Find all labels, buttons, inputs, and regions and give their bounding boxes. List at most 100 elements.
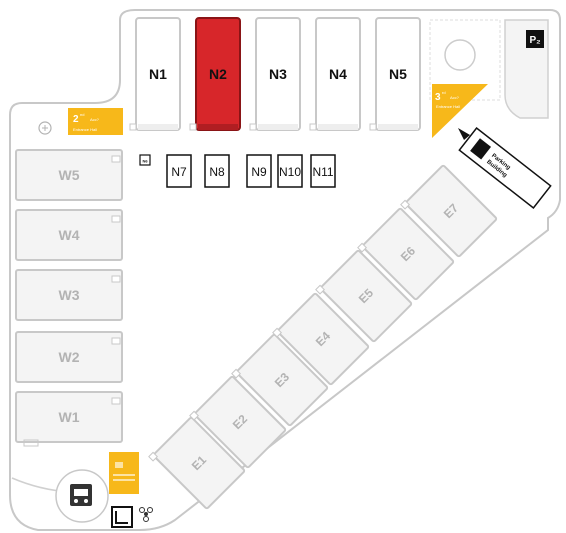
entrance-3-sup: rd: [442, 90, 446, 95]
unit-e3[interactable]: E3: [231, 333, 329, 429]
car-icon: [70, 484, 92, 506]
unit-n7[interactable]: N7: [166, 154, 192, 188]
unit-n2-pillar: [189, 123, 197, 131]
unit-n5-label: N5: [389, 66, 407, 82]
entrance-2-short: Acc?: [90, 117, 100, 122]
unit-e6-shape: [361, 207, 455, 301]
unit-n10-shape: [277, 154, 303, 188]
unit-n9[interactable]: N9: [246, 154, 272, 188]
unit-w4[interactable]: W4: [15, 209, 123, 261]
unit-n5-threshold: [378, 124, 418, 130]
unit-n5-pillar: [369, 123, 377, 131]
unit-w4-shape: [15, 209, 123, 261]
entrance-2-number: 2: [73, 114, 79, 125]
unit-n4-pillar: [309, 123, 317, 131]
unit-n6-marker[interactable]: N6: [139, 154, 151, 166]
north-units: N1 N2 N3 N4 N5: [129, 17, 421, 131]
unit-w5[interactable]: W5: [15, 149, 123, 201]
entrance-1-sign[interactable]: [109, 452, 139, 494]
unit-e4-shape: [276, 292, 370, 386]
unit-w1-label: W1: [59, 409, 80, 425]
unit-w3-shape: [15, 269, 123, 321]
unit-n2-threshold: [198, 124, 238, 130]
unit-n2-label: N2: [209, 66, 227, 82]
parking-building-sign[interactable]: Parking Building: [458, 126, 552, 210]
unit-w2-label: W2: [59, 349, 80, 365]
unit-w1-pillar: [111, 397, 121, 405]
entrance-2-sup: nd: [80, 112, 84, 117]
unit-n3[interactable]: N3: [249, 17, 301, 131]
entrance-3-sign[interactable]: 3 rd Acc? Entrance Hall: [432, 84, 488, 138]
unit-w2[interactable]: W2: [15, 331, 123, 383]
unit-n3-threshold: [258, 124, 298, 130]
unit-n4-label: N4: [329, 66, 347, 82]
unit-e5-pillar: [315, 284, 325, 295]
unit-e7-pillar: [400, 199, 410, 210]
unit-w4-label: W4: [59, 227, 80, 243]
entrance-3-sub: Entrance Hall: [436, 104, 460, 109]
unit-n9-shape: [246, 154, 272, 188]
unit-n1-label: N1: [149, 66, 167, 82]
unit-n11[interactable]: N11: [310, 154, 336, 188]
unit-e1-pillar: [148, 451, 158, 462]
unit-e2-pillar: [189, 410, 199, 421]
unit-e2[interactable]: E2: [189, 375, 287, 471]
unit-n4-threshold: [318, 124, 358, 130]
unit-w1-shape: [15, 391, 123, 443]
unit-n10-label: N10: [279, 165, 301, 179]
entrance-2-sign[interactable]: 2 nd Acc? Entrance Hall: [68, 108, 123, 135]
unit-e6-pillar: [357, 242, 367, 253]
unit-n1-pillar: [129, 123, 137, 131]
unit-e1-shape: [152, 416, 246, 510]
unit-n8-shape: [204, 154, 230, 188]
unit-e7[interactable]: E7: [400, 164, 498, 260]
unit-w2-shape: [15, 331, 123, 383]
unit-n8[interactable]: N8: [204, 154, 230, 188]
unit-n9-label: N9: [251, 165, 267, 179]
unit-n11-shape: [310, 154, 336, 188]
unit-n7-shape: [166, 154, 192, 188]
building-icon: [111, 506, 133, 528]
unit-n8-label: N8: [209, 165, 225, 179]
small-units: N7 N8 N9 N10 N11: [166, 154, 336, 188]
unit-e3-pillar: [231, 368, 241, 379]
unit-e4[interactable]: E4: [272, 292, 370, 388]
entrance-3-short: Acc?: [450, 95, 460, 100]
unit-w4-pillar: [111, 215, 121, 223]
unit-w1[interactable]: W1: [15, 391, 123, 443]
arrow-icon: [458, 128, 470, 140]
unit-n3-label: N3: [269, 66, 287, 82]
parking-icon[interactable]: P₂: [526, 30, 544, 48]
unit-n3-pillar: [249, 123, 257, 131]
unit-n10[interactable]: N10: [277, 154, 303, 188]
unit-w2-pillar: [111, 337, 121, 345]
unit-e5[interactable]: E5: [315, 249, 413, 345]
unit-e7-shape: [404, 164, 498, 258]
building-outline: [9, 9, 561, 531]
unit-w5-label: W5: [59, 167, 80, 183]
unit-w3-label: W3: [59, 287, 80, 303]
unit-n11-label: N11: [312, 165, 333, 179]
fan-icon: [139, 507, 153, 522]
unit-n4[interactable]: N4: [309, 17, 361, 131]
unit-e5-shape: [319, 249, 413, 343]
unit-n6-label: N6: [142, 159, 148, 164]
unit-n5[interactable]: N5: [369, 17, 421, 131]
entrance-3-number: 3: [435, 92, 441, 103]
unit-n1-threshold: [138, 124, 178, 130]
parking-label: P₂: [529, 35, 540, 46]
entrance-2-sub: Entrance Hall: [73, 127, 97, 132]
unit-e2-shape: [193, 375, 287, 469]
unit-e6[interactable]: E6: [357, 207, 455, 303]
unit-w3-pillar: [111, 275, 121, 283]
unit-n1[interactable]: N1: [129, 17, 181, 131]
unit-n2[interactable]: N2: [189, 17, 241, 131]
unit-w5-shape: [15, 149, 123, 201]
unit-e1[interactable]: E1: [148, 416, 246, 512]
unit-e3-shape: [235, 333, 329, 427]
unit-w5-pillar: [111, 155, 121, 163]
unit-n7-label: N7: [171, 165, 187, 179]
unit-w3[interactable]: W3: [15, 269, 123, 321]
